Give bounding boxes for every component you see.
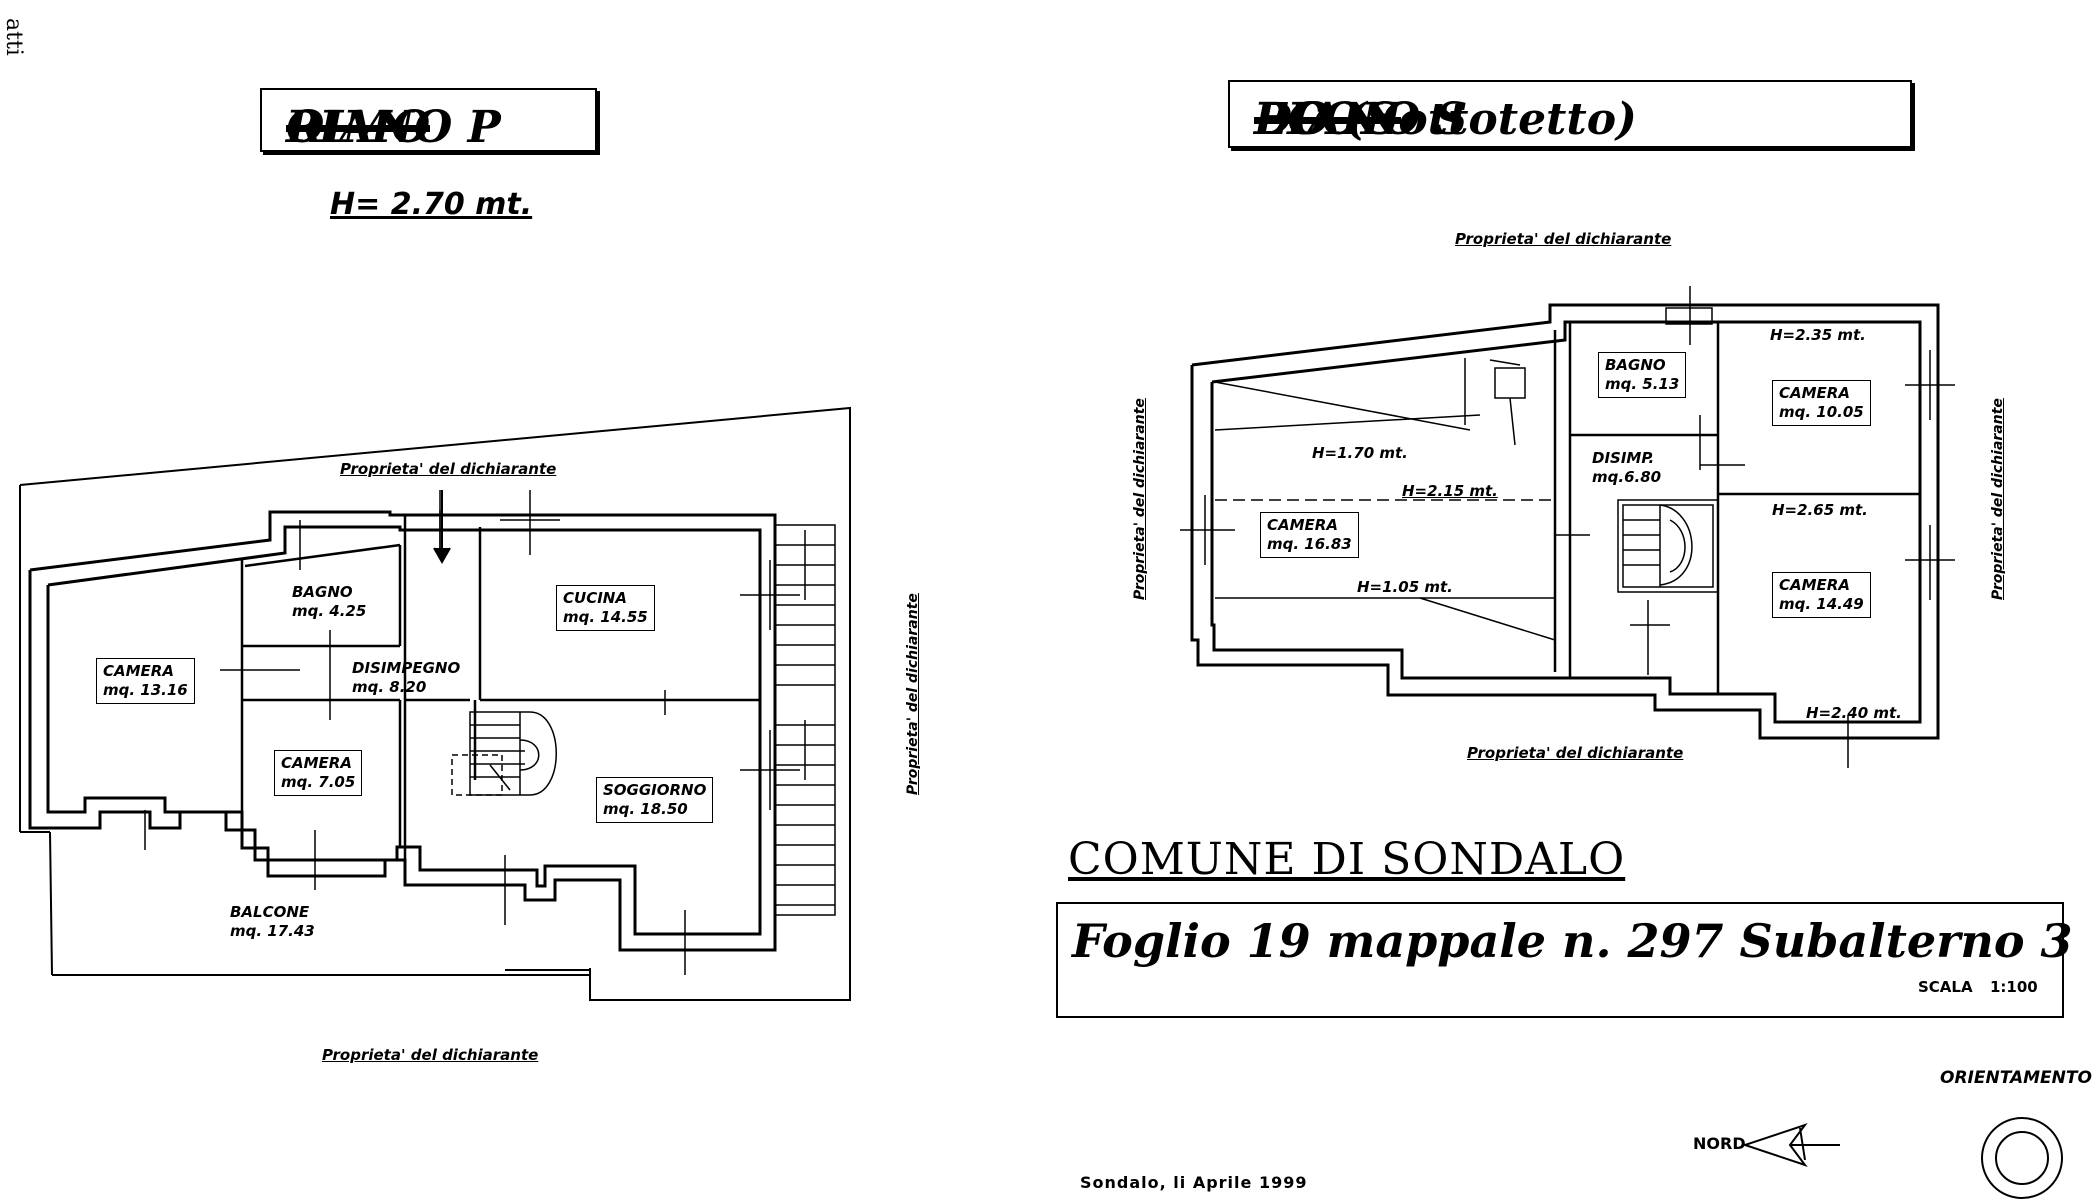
height-label: H=1.05 mt. <box>1357 578 1453 596</box>
left-height-label: H= 2.70 mt. <box>330 187 533 222</box>
left-interior-walls <box>240 515 760 880</box>
right-window-marks <box>1180 286 1955 768</box>
left-neighbor-top: Proprieta' del dichiarante <box>340 460 557 478</box>
left-entry-arrow <box>433 490 451 565</box>
municipality-title: COMUNE DI SONDALO <box>1068 834 1626 885</box>
north-label: NORD <box>1693 1134 1746 1153</box>
compass-icon <box>1981 1117 2063 1199</box>
height-label: H=2.15 mt. <box>1402 482 1498 500</box>
right-staircase <box>1617 499 1719 593</box>
left-staircase <box>451 711 557 796</box>
margin-text: atti <box>1 18 26 56</box>
right-neighbor-left: Proprieta' del dichiarante <box>1132 398 1148 600</box>
right-neighbor-top: Proprieta' del dichiarante <box>1455 230 1672 248</box>
height-label: H=2.65 mt. <box>1772 501 1868 519</box>
orientation-label: ORIENTAMENTO <box>1940 1068 2092 1088</box>
north-arrow-icon <box>1741 1123 1840 1167</box>
left-neighbor-bottom: Proprieta' del dichiarante <box>322 1046 539 1064</box>
cadastral-reference: Foglio 19 mappale n. 297 Subalterno 3 <box>1072 914 2073 968</box>
date-line: Sondalo, li Aprile 1999 <box>1080 1173 1308 1192</box>
room-disimp: DISIMP.mq.6.80 <box>1592 449 1662 486</box>
cadastral-box <box>1056 902 2064 1018</box>
height-label: H=1.70 mt. <box>1312 444 1408 462</box>
left-exterior-stairs <box>774 524 836 916</box>
left-window-marks <box>144 490 800 975</box>
right-interior-walls <box>1214 322 1920 694</box>
right-neighbor-bottom: Proprieta' del dichiarante <box>1467 744 1684 762</box>
right-neighbor-right: Proprieta' del dichiarante <box>1990 398 2006 600</box>
height-label: H=2.40 mt. <box>1806 704 1902 722</box>
scale-label: SCALA <box>1918 978 1973 996</box>
scale-value: 1:100 <box>1990 978 2038 996</box>
left-building-walls <box>28 510 777 952</box>
left-neighbor-right: Proprieta' del dichiarante <box>905 593 921 795</box>
left-property-outline <box>19 406 851 1001</box>
height-label: H=2.35 mt. <box>1770 326 1866 344</box>
